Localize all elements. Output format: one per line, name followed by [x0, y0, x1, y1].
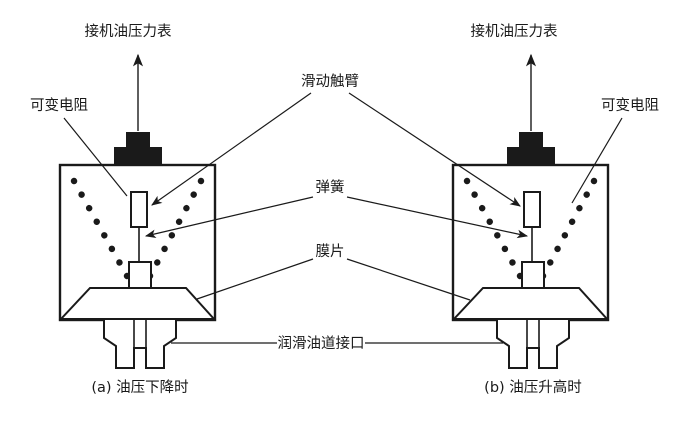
caption-diagram-a: (a) 油压下降时 — [91, 379, 188, 396]
label-sliding-contact-arm: 滑动触臂 — [301, 73, 359, 90]
label-diaphragm: 膜片 — [316, 243, 345, 260]
label-gauge-connection-a: 接机油压力表 — [85, 23, 172, 40]
caption-diagram-b: (b) 油压升高时 — [484, 379, 582, 396]
leader-sliding-arm-b — [348, 92, 521, 207]
label-spring: 弹簧 — [316, 179, 345, 196]
label-variable-resistor-a: 可变电阻 — [30, 97, 88, 114]
label-gauge-connection-b: 接机油压力表 — [471, 23, 558, 40]
leader-lines — [63, 92, 623, 344]
leader-variable-resistor-b — [571, 117, 623, 204]
sensor-unit-b — [453, 55, 608, 368]
leader-diaphragm-b — [346, 258, 471, 301]
leader-sliding-arm-a — [151, 92, 312, 206]
label-oil-passage-port: 润滑油道接口 — [278, 335, 365, 352]
leader-variable-resistor-a — [63, 117, 128, 197]
leader-diaphragm-a — [196, 258, 314, 300]
leader-spring-a — [144, 196, 314, 238]
leader-spring-b — [346, 196, 529, 239]
label-variable-resistor-b: 可变电阻 — [601, 97, 659, 114]
